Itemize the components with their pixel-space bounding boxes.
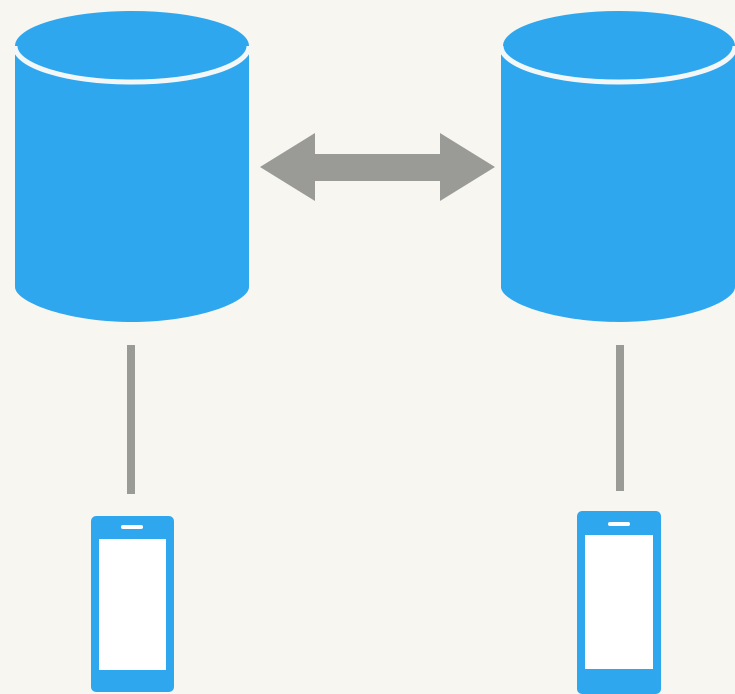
smartphone-icon-left — [91, 516, 174, 692]
database-icon-right — [498, 11, 735, 322]
smartphone-icon-right — [577, 511, 661, 694]
database-icon-left — [12, 11, 252, 322]
double-arrow-icon — [260, 133, 495, 201]
